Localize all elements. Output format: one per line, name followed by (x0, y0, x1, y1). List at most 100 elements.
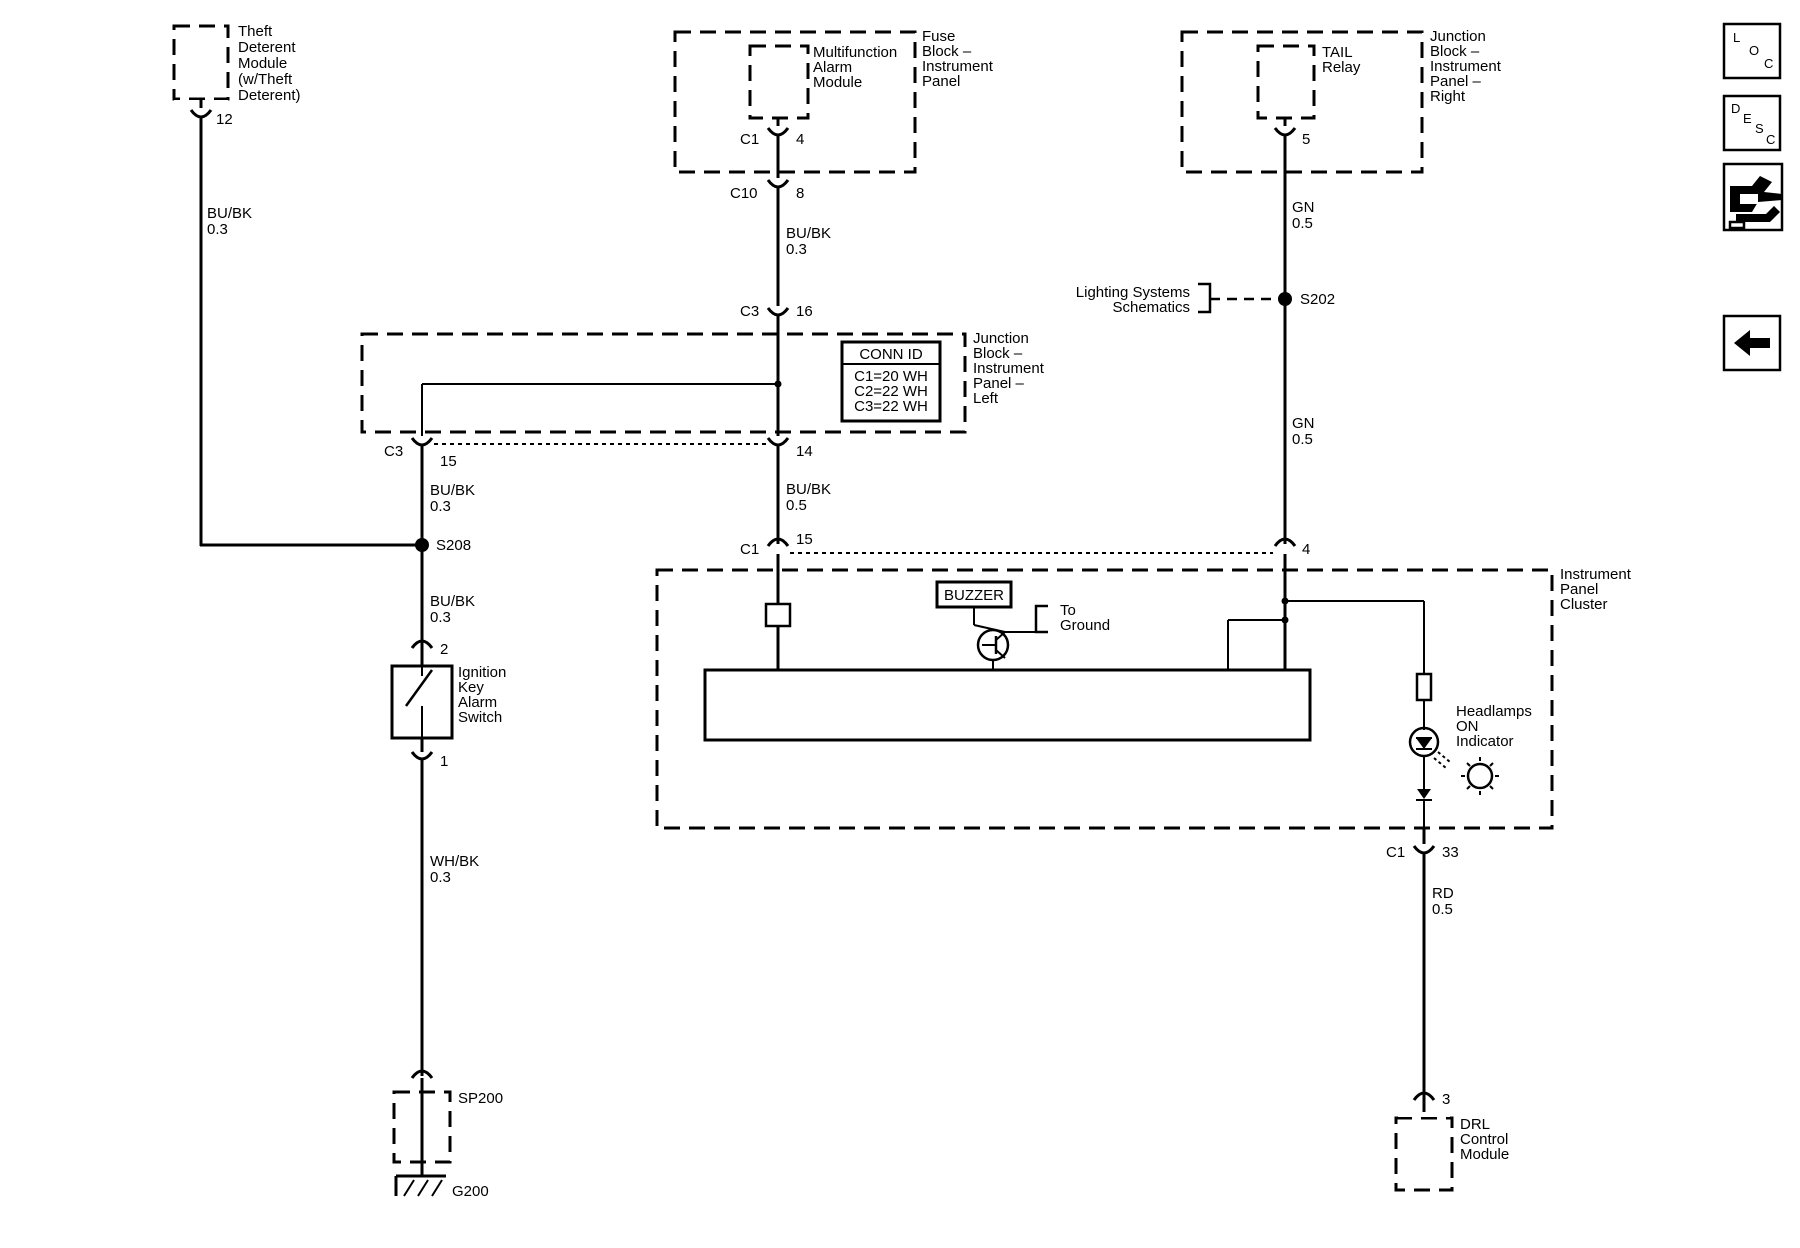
loc-letter-c: C (1764, 56, 1773, 71)
ipc-processor-block (703, 668, 1312, 742)
ignition-switch-label-2: Key (458, 679, 484, 696)
theft-module-label-5: Deterent) (238, 87, 301, 104)
multifunction-alarm-label-2: Alarm (813, 59, 852, 76)
ipc-label-1: Instrument (1560, 566, 1632, 583)
multifunction-alarm-label-1: Multifunction (813, 44, 897, 61)
junction-left-label-1: Junction (973, 330, 1029, 347)
junction-block-instrument-panel-right: TAIL Relay 5 Junction Block – Instrument… (1180, 28, 1502, 174)
splice-s202-label: S202 (1300, 291, 1335, 308)
fuse-block-instrument-panel: Multifunction Alarm Module C1 4 Fuse Blo… (673, 28, 994, 174)
junction-right-label-2: Block – (1430, 43, 1480, 60)
wire-sw-ground-color: WH/BK (430, 853, 479, 870)
c3-16-pin: 16 (796, 303, 813, 320)
wire-s208-sw-gauge: 0.3 (430, 609, 451, 626)
desc-letter-s: S (1755, 121, 1764, 136)
back-button[interactable] (1722, 314, 1782, 372)
drl-label-2: Control (1460, 1131, 1508, 1148)
wire-fuse-out-gauge: 0.3 (786, 241, 807, 258)
splice-s202 (1278, 292, 1292, 306)
sw-bot-pin: 1 (440, 753, 448, 770)
wire-theft-color: BU/BK (207, 205, 252, 222)
c1-15-connector: C1 (740, 541, 759, 558)
loc-letter-l: L (1733, 30, 1740, 45)
headlamps-label-2: ON (1456, 718, 1479, 735)
fuse-block-label-3: Instrument (922, 58, 994, 75)
buzzer-label: BUZZER (944, 587, 1004, 604)
ipc-33-connector: C1 (1386, 844, 1405, 861)
mam-pin: 4 (796, 131, 804, 148)
conn-id-line-2: C2=22 WH (854, 383, 928, 400)
drl-pin: 3 (1442, 1091, 1450, 1108)
buzzer-box (935, 580, 1013, 609)
junction-right-label-1: Junction (1430, 28, 1486, 45)
ipc-label-3: Cluster (1560, 596, 1608, 613)
theft-module-label-2: Deterent (238, 39, 296, 56)
wire-c3-15-gauge: 0.3 (430, 498, 451, 515)
ground-g200: SP200 G200 (392, 1069, 503, 1200)
wire-sw-ground-gauge: 0.3 (430, 869, 451, 886)
drl-label-1: DRL (1460, 1116, 1490, 1133)
c3-16-connector: C3 (740, 303, 759, 320)
wire-tail-lower-gauge: 0.5 (1292, 431, 1313, 448)
mam-connector: C1 (740, 131, 759, 148)
arrow-left-icon (1734, 330, 1770, 356)
jb-14-pin: 14 (796, 443, 813, 460)
wire-drl-gauge: 0.5 (1432, 901, 1453, 918)
ipc-4-pin: 4 (1302, 541, 1310, 558)
to-ground-label-1: To (1060, 602, 1076, 619)
tail-relay-label-1: TAIL (1322, 44, 1353, 61)
wire-drl-color: RD (1432, 885, 1454, 902)
c1-15-pin: 15 (796, 531, 813, 548)
conn-id-line-3: C3=22 WH (854, 398, 928, 415)
wire-tail-upper-color: GN (1292, 199, 1315, 216)
drl-label-3: Module (1460, 1146, 1509, 1163)
headlamps-label-3: Indicator (1456, 733, 1514, 750)
fuse-block-label-4: Panel (922, 73, 960, 90)
theft-module-pin: 12 (216, 111, 233, 128)
headlamps-label-1: Headlamps (1456, 703, 1532, 720)
conn-id-table: CONN ID C1=20 WH C2=22 WH C3=22 WH (840, 340, 942, 423)
desc-letter-d: D (1731, 101, 1740, 116)
ipc-label-2: Panel (1560, 581, 1598, 598)
wire-tail-upper-gauge: 0.5 (1292, 215, 1313, 232)
lighting-systems-label-1: Lighting Systems (1076, 284, 1190, 301)
c10-pin: 8 (796, 185, 804, 202)
ignition-switch-label-3: Alarm (458, 694, 497, 711)
wire-theft-gauge: 0.3 (207, 221, 228, 238)
diagnostic-hand-icon[interactable] (1722, 162, 1784, 232)
junction-right-label-4: Panel – (1430, 73, 1482, 90)
wire-c3-15-color: BU/BK (430, 482, 475, 499)
loc-button[interactable]: L O C (1722, 22, 1782, 80)
junction-right-label-3: Instrument (1430, 58, 1502, 75)
tail-relay-label-2: Relay (1322, 59, 1361, 76)
desc-letter-c: C (1766, 132, 1775, 147)
drl-control-module: 3 DRL Control Module (1394, 1091, 1509, 1192)
conn-id-line-1: C1=20 WH (854, 368, 928, 385)
junction-left-label-3: Instrument (973, 360, 1045, 377)
desc-letter-e: E (1743, 111, 1752, 126)
wire-tail-lower-color: GN (1292, 415, 1315, 432)
to-ground-label-2: Ground (1060, 617, 1110, 634)
ipc-33-pin: 33 (1442, 844, 1459, 861)
ignition-switch-label-1: Ignition (458, 664, 506, 681)
theft-module-label-1: Theft (238, 23, 273, 40)
ignition-switch-label-4: Switch (458, 709, 502, 726)
junction-left-label-5: Left (973, 390, 999, 407)
lighting-systems-reference: Lighting Systems Schematics (1076, 282, 1278, 316)
theft-deterent-module: Theft Deterent Module (w/Theft Deterent)… (172, 23, 301, 128)
wire-jb-14-color: BU/BK (786, 481, 831, 498)
loc-letter-o: O (1749, 43, 1759, 58)
conn-id-title: CONN ID (859, 346, 923, 363)
tail-pin: 5 (1302, 131, 1310, 148)
sun-icon (1461, 757, 1499, 795)
ground-label: G200 (452, 1183, 489, 1200)
c3-15-connector: C3 (384, 443, 403, 460)
wire-jb-14-gauge: 0.5 (786, 497, 807, 514)
splice-s208-label: S208 (436, 537, 471, 554)
desc-button[interactable]: D E S C (1722, 94, 1782, 152)
junction-left-label-4: Panel – (973, 375, 1025, 392)
sw-top-pin: 2 (440, 641, 448, 658)
fuse-block-label-1: Fuse (922, 28, 955, 45)
fuse-block-label-2: Block – (922, 43, 972, 60)
